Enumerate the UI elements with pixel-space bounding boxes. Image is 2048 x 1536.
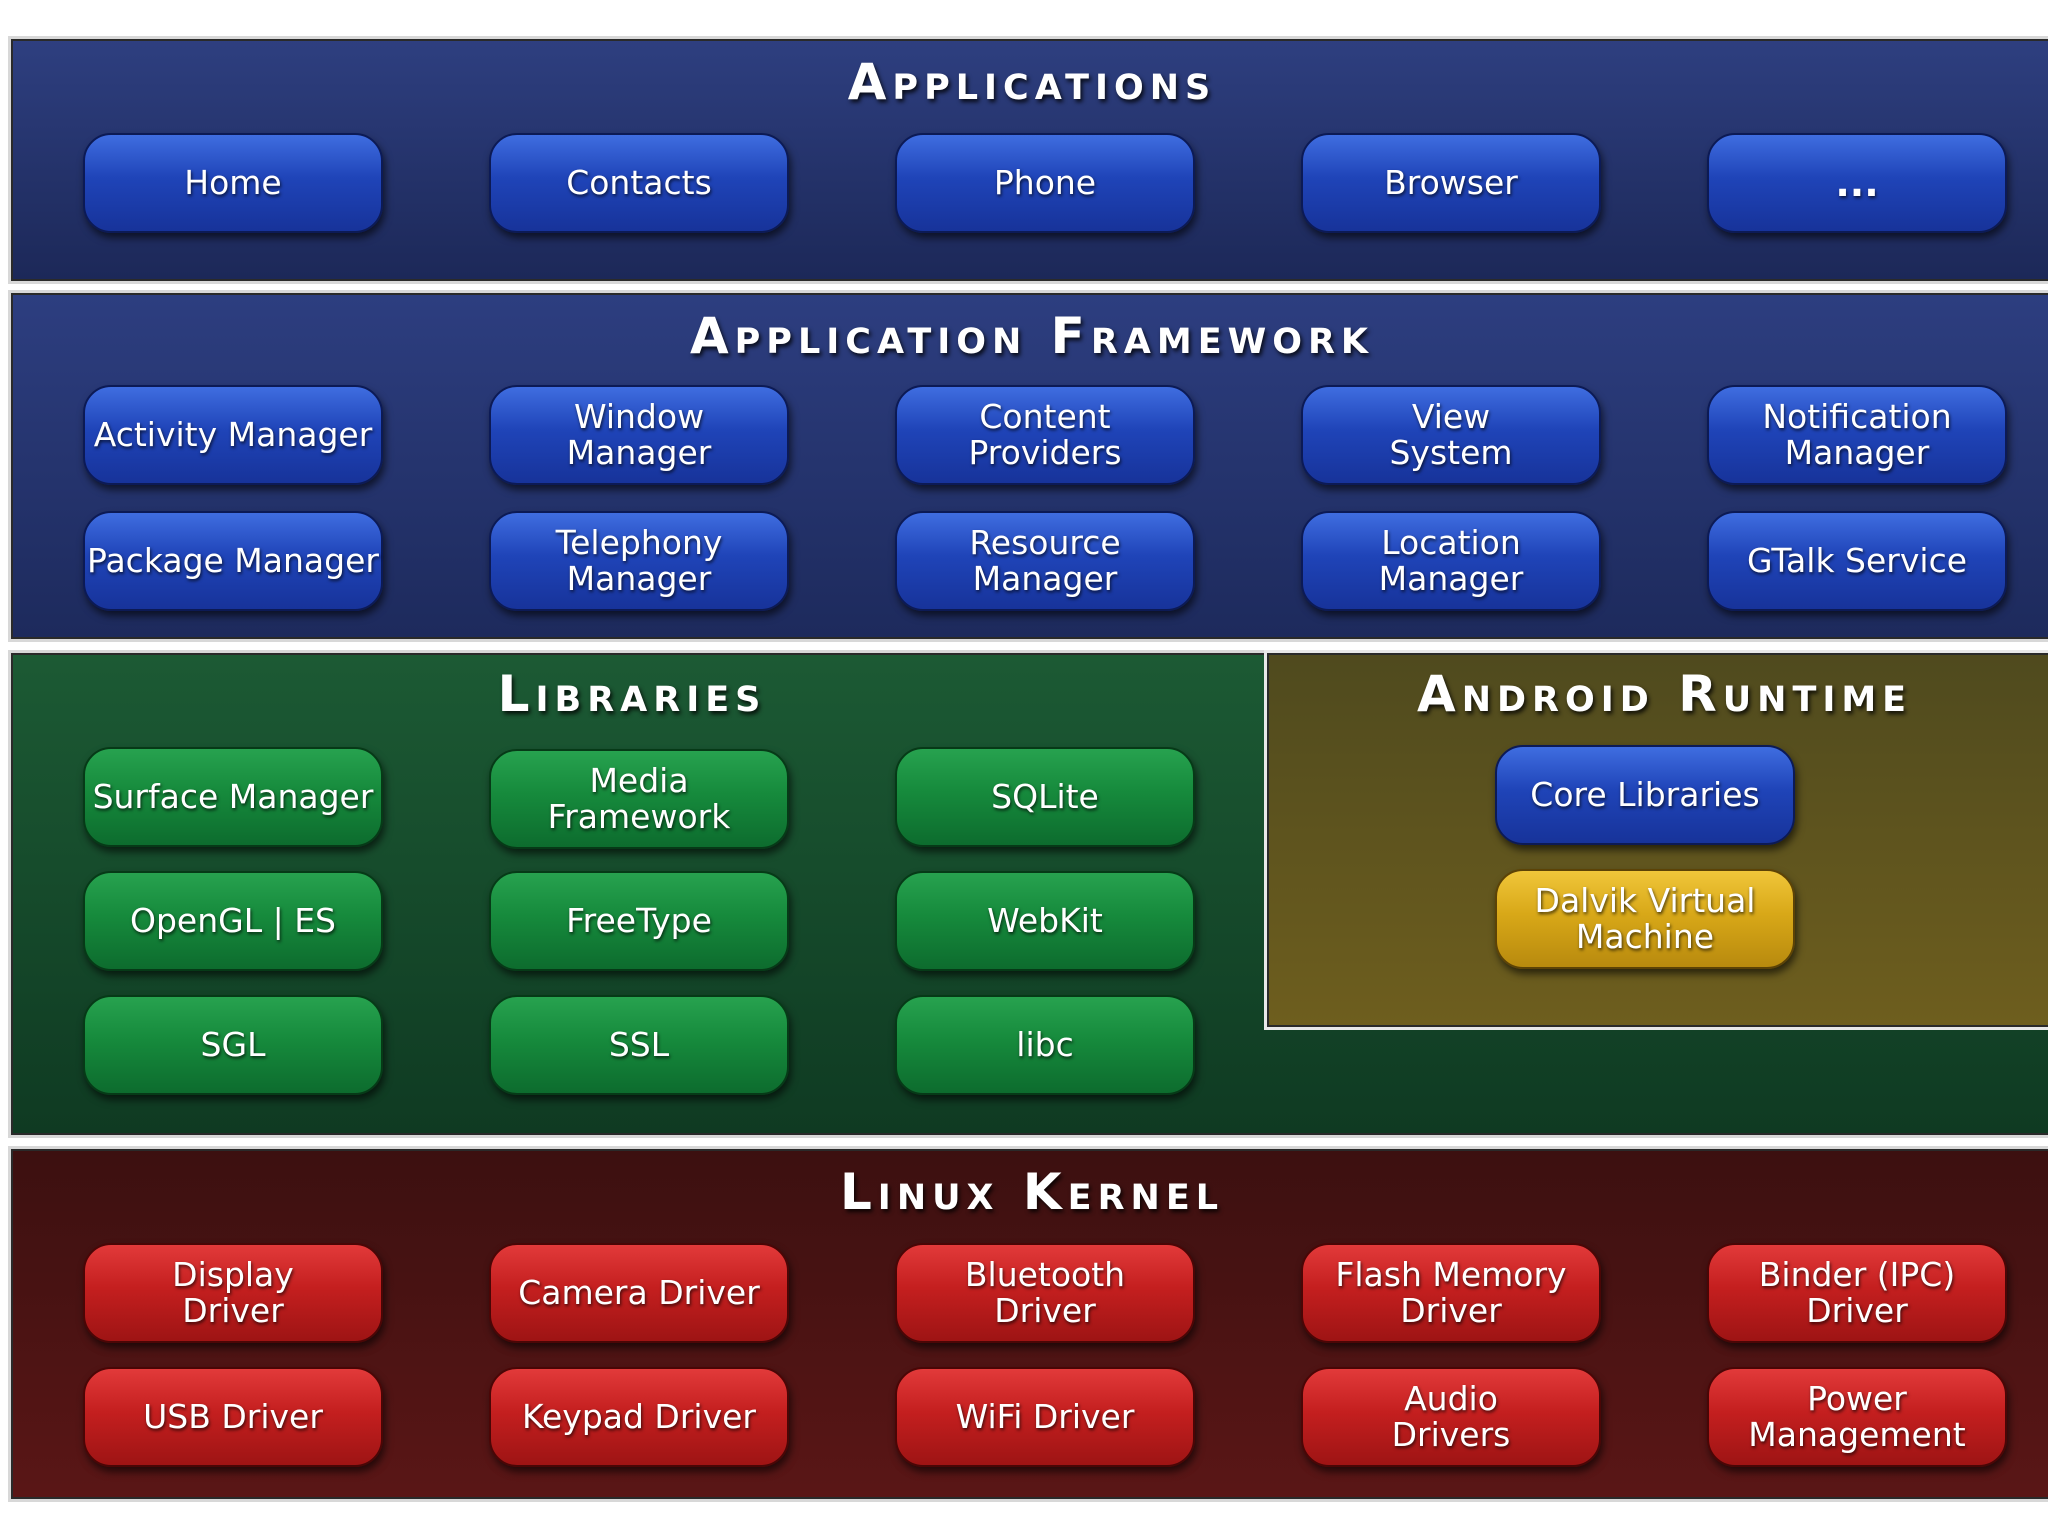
lib-freetype: FreeType	[489, 871, 789, 971]
fw-activity-manager: Activity Manager	[83, 385, 383, 485]
k-keypad-driver: Keypad Driver	[489, 1367, 789, 1467]
kernel-title: Linux Kernel	[839, 1163, 1225, 1221]
k-bluetooth-driver: Bluetooth Driver	[895, 1243, 1195, 1343]
app-more: ...	[1707, 133, 2007, 233]
runtime-title: Android Runtime	[1417, 665, 1913, 723]
k-binder-ipc-driver: Binder (IPC) Driver	[1707, 1243, 2007, 1343]
applications-layer: Applications Home Contacts Phone Browser…	[8, 36, 2048, 284]
lib-libc: libc	[895, 995, 1195, 1095]
lib-sqlite: SQLite	[895, 747, 1195, 847]
k-flash-memory-driver: Flash Memory Driver	[1301, 1243, 1601, 1343]
framework-title: Application Framework	[689, 307, 1375, 365]
fw-resource-manager: Resource Manager	[895, 511, 1195, 611]
lib-sgl: SGL	[83, 995, 383, 1095]
fw-view-system: View System	[1301, 385, 1601, 485]
fw-location-manager: Location Manager	[1301, 511, 1601, 611]
k-camera-driver: Camera Driver	[489, 1243, 789, 1343]
k-usb-driver: USB Driver	[83, 1367, 383, 1467]
k-audio-drivers: Audio Drivers	[1301, 1367, 1601, 1467]
framework-layer: Application Framework Activity Manager W…	[8, 290, 2048, 642]
lib-ssl: SSL	[489, 995, 789, 1095]
app-browser: Browser	[1301, 133, 1601, 233]
kernel-layer: Linux Kernel Display Driver Camera Drive…	[8, 1146, 2048, 1502]
fw-package-manager: Package Manager	[83, 511, 383, 611]
lib-webkit: WebKit	[895, 871, 1195, 971]
lib-media-framework: Media Framework	[489, 749, 789, 849]
fw-content-providers: Content Providers	[895, 385, 1195, 485]
fw-window-manager: Window Manager	[489, 385, 789, 485]
app-contacts: Contacts	[489, 133, 789, 233]
lib-opengl-es: OpenGL | ES	[83, 871, 383, 971]
rt-dalvik-vm: Dalvik Virtual Machine	[1495, 869, 1795, 969]
rt-core-libraries: Core Libraries	[1495, 745, 1795, 845]
k-power-management: Power Management	[1707, 1367, 2007, 1467]
k-display-driver: Display Driver	[83, 1243, 383, 1343]
app-phone: Phone	[895, 133, 1195, 233]
fw-telephony-manager: Telephony Manager	[489, 511, 789, 611]
fw-notification-manager: Notification Manager	[1707, 385, 2007, 485]
app-home: Home	[83, 133, 383, 233]
fw-gtalk-service: GTalk Service	[1707, 511, 2007, 611]
k-wifi-driver: WiFi Driver	[895, 1367, 1195, 1467]
libraries-title: Libraries	[497, 665, 767, 723]
applications-title: Applications	[847, 53, 1217, 111]
runtime-layer: Android Runtime Core Libraries Dalvik Vi…	[1264, 650, 2048, 1030]
lib-surface-manager: Surface Manager	[83, 747, 383, 847]
